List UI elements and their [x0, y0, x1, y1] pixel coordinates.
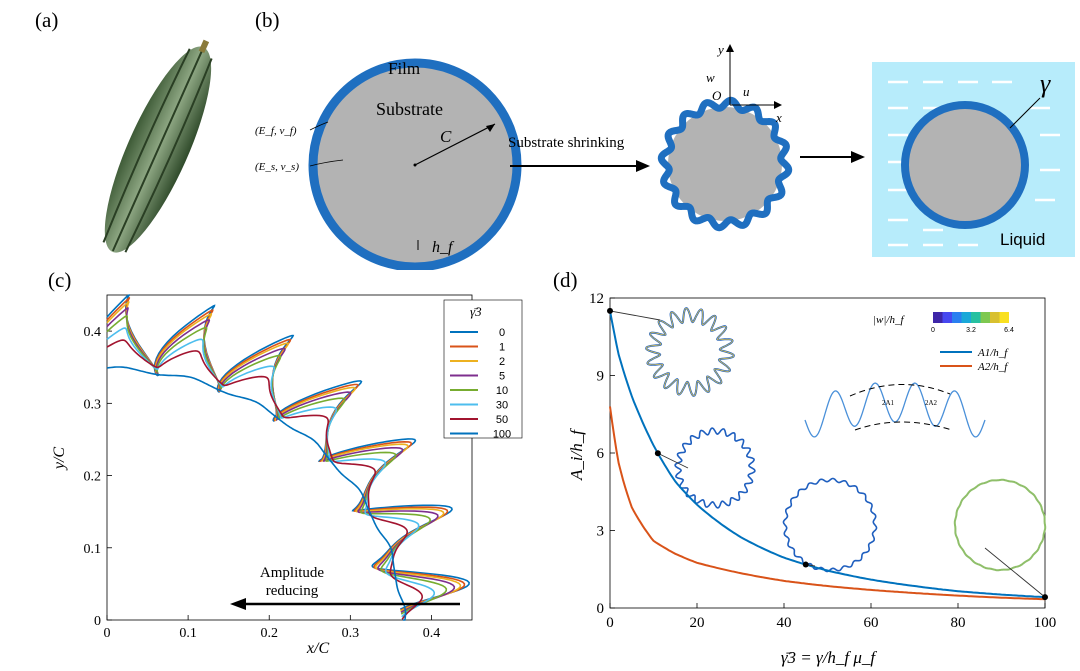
chart-c-legend-label-5: 5 — [499, 371, 505, 383]
inset-ring-3 — [782, 477, 878, 573]
chart-d-legend-label: A2/h_f — [977, 361, 1009, 373]
chart-d-ytick-label: 9 — [597, 369, 605, 385]
chart-d-frame — [609, 297, 1046, 609]
chart-d-series-A1-h_f — [609, 310, 1046, 599]
panel-label-c: (c) — [48, 268, 72, 292]
chart-c-xtick-label: 0.2 — [260, 626, 278, 641]
chart-c-xtick-label: 0.4 — [423, 626, 441, 641]
inset-label-a1: 2A1 — [882, 399, 895, 407]
chart-c-legend-label-50: 50 — [496, 414, 508, 426]
chart-c-ytick-label: 0.3 — [84, 397, 102, 412]
chart-c-legend-label-2: 2 — [499, 356, 505, 368]
origin-label: O — [712, 88, 722, 103]
colorbar-tick-label: 0 — [931, 327, 935, 334]
liquid-circle — [901, 101, 1029, 229]
colorbar-label: |w|/h_f — [873, 314, 905, 326]
chart-c-ytick-label: 0.4 — [84, 325, 102, 340]
chart-c-ylabel: y/C — [51, 447, 68, 472]
colorbar-segment — [933, 312, 943, 323]
chart-c-xtick-label: 0.3 — [342, 626, 360, 641]
annotation-line-1: Amplitude — [260, 565, 325, 581]
axis-y-label: y — [716, 42, 724, 57]
chart-c-legend-label-10: 10 — [496, 385, 508, 397]
chart-d-marked-point — [607, 307, 613, 314]
radius-label: C — [440, 127, 452, 146]
inset-envelope-top — [849, 383, 951, 397]
chart-c-ytick-label: 0.2 — [84, 470, 102, 485]
chart-c-legend-label-30: 30 — [496, 400, 508, 412]
chart-d-leader-line — [609, 310, 661, 321]
axis-u-label: u — [743, 84, 750, 99]
inset-ring-4 — [953, 478, 1047, 572]
chart-d-leader-line — [984, 547, 1046, 598]
chart-d-xtick-label: 0 — [606, 615, 614, 631]
chart-c-legend-label-0: 0 — [499, 327, 505, 339]
panel-label-b: (b) — [255, 8, 280, 32]
colorbar-tick-label: 6.4 — [1004, 327, 1014, 334]
chart-c-series-50 — [106, 339, 424, 620]
film-props-label: (E_f, ν_f) — [255, 125, 297, 137]
chart-c: 0 0.1 0.2 0.3 0.4 0 0.1 0.2 0.3 0.4 x/C y/C γ̄3 0… — [51, 294, 523, 657]
inset-ring-2 — [674, 427, 756, 509]
inset-ring-1-highlight — [645, 307, 735, 397]
chart-d-marked-point — [802, 561, 809, 568]
chart-c-xtick-label: 0 — [104, 626, 111, 641]
chart-d-ytick-label: 0 — [597, 601, 605, 617]
panel-label-a: (a) — [35, 8, 59, 32]
film-label: Film — [388, 59, 420, 78]
substrate-label: Substrate — [376, 99, 443, 119]
chart-d-marked-point — [654, 450, 661, 457]
colorbar-segment — [952, 312, 962, 323]
chart-c-legend — [443, 299, 523, 439]
thickness-label: h_f — [432, 239, 455, 256]
gamma-label: γ — [1040, 69, 1051, 98]
cucumber-image — [102, 39, 213, 253]
chart-d-ytick-label: 3 — [597, 524, 605, 540]
chart-d-xlabel: γ̄3 = γ/h_f μ_f — [781, 648, 878, 667]
colorbar-segment — [961, 312, 971, 323]
chart-c-series-5 — [106, 307, 456, 613]
chart-c-series-100 — [106, 366, 407, 621]
chart-d-xtick-label: 80 — [951, 615, 966, 631]
chart-d-marked-point — [1042, 594, 1048, 601]
chart-d-series-A2-h_f — [609, 406, 1046, 601]
axis-w-label: w — [706, 70, 715, 85]
chart-c-ytick-label: 0.1 — [84, 542, 102, 557]
chart-d-ytick-label: 6 — [597, 446, 605, 462]
inset-label-a2: 2A2 — [925, 399, 938, 407]
chart-c-xtick-label: 0.1 — [179, 626, 197, 641]
substrate-props-label: (E_s, ν_s) — [255, 161, 299, 173]
chart-d-ytick-label: 12 — [589, 291, 604, 307]
chart-d-xtick-label: 40 — [777, 615, 792, 631]
colorbar-segment — [980, 312, 990, 323]
liquid-label: Liquid — [1000, 230, 1045, 249]
colorbar-segment — [999, 312, 1009, 323]
chart-d-xtick-label: 60 — [864, 615, 879, 631]
inset-envelope-bottom — [854, 421, 953, 431]
chart-d-xtick-label: 100 — [1034, 615, 1057, 631]
chart-c-xlabel: x/C — [306, 640, 330, 657]
wrinkled-film — [657, 96, 793, 232]
colorbar-segment — [990, 312, 1000, 323]
chart-c-ytick-label: 0 — [94, 614, 101, 629]
chart-d: 0 20 40 60 80 100 0 3 6 9 12 γ̄3 = γ/h_f μ_f A_i/h… — [567, 291, 1057, 667]
shrinking-label: Substrate shrinking — [508, 135, 625, 151]
schematic-panel-b: Film Substrate (E_f, ν_f) (E_s, ν_s) C h… — [255, 42, 1075, 270]
radius-arrow — [414, 123, 496, 166]
chart-d-leader-line — [657, 452, 689, 469]
chart-d-ylabel: A_i/h_f — [567, 428, 586, 481]
chart-c-legend-label-100: 100 — [493, 429, 511, 441]
colorbar-segment — [942, 312, 952, 323]
chart-d-xtick-label: 20 — [690, 615, 705, 631]
colorbar-tick-label: 3.2 — [966, 327, 976, 334]
colorbar-segment — [971, 312, 981, 323]
panel-label-d: (d) — [553, 268, 578, 292]
chart-c-legend-title: γ̄3 — [470, 304, 482, 319]
annotation-line-2: reducing — [266, 583, 319, 599]
chart-c-legend-label-1: 1 — [499, 342, 505, 354]
axis-x-label: x — [775, 110, 782, 125]
chart-d-legend-label: A1/h_f — [977, 347, 1009, 359]
